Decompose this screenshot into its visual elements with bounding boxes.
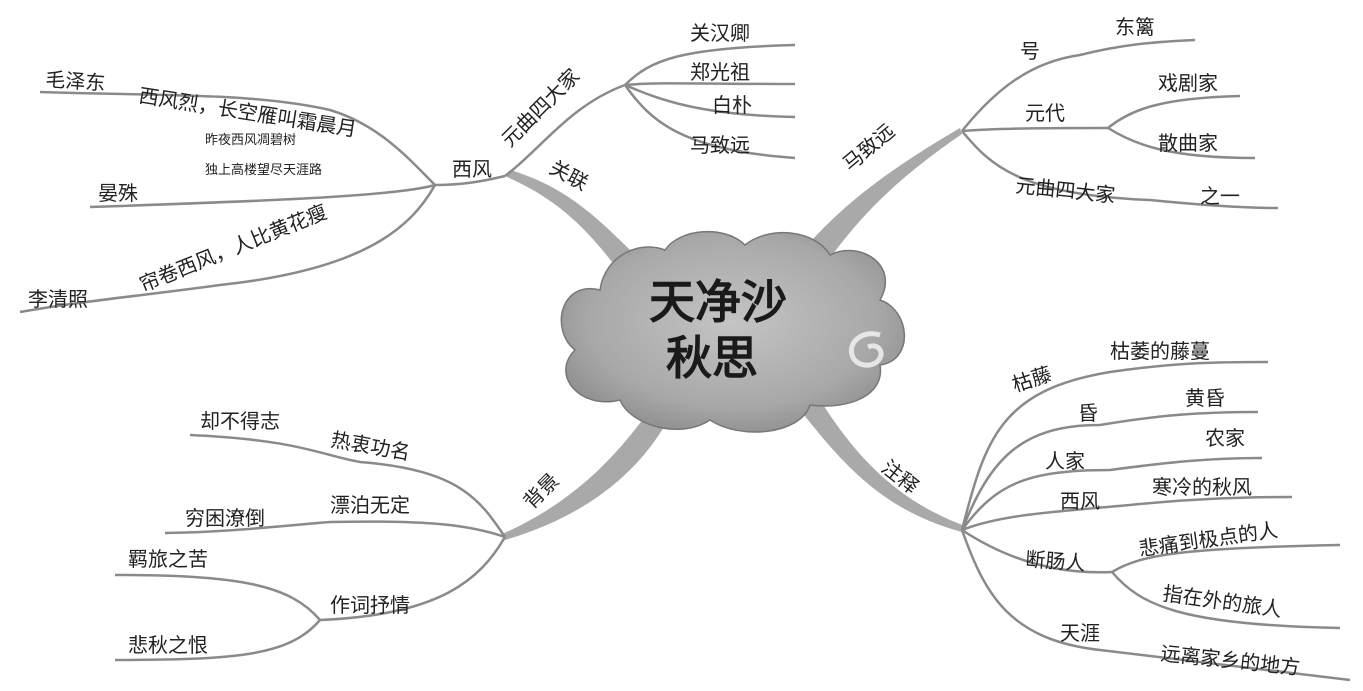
label-jilv: 羁旅之苦 bbox=[128, 547, 208, 571]
label-beiqiu: 悲秋之恨 bbox=[128, 633, 208, 657]
label-mazhiyuan: 马致远 bbox=[838, 119, 899, 176]
branch-beijing bbox=[500, 410, 668, 540]
label-hun-meaning: 黄昏 bbox=[1185, 386, 1225, 410]
label-xifeng2-meaning: 寒冷的秋风 bbox=[1152, 475, 1252, 499]
label-sanqujia: 散曲家 bbox=[1158, 131, 1218, 155]
zhushi-group: 注释 枯藤 枯萎的藤蔓 昏 黄昏 人家 农家 西风 寒冷的秋风 断肠人 悲痛到极… bbox=[877, 339, 1301, 680]
label-liqingzhao: 李清照 bbox=[28, 287, 88, 311]
label-yuanqu: 元曲四大家 bbox=[497, 64, 585, 152]
label-guanhanqing: 关汉卿 bbox=[690, 21, 750, 45]
line-jilv bbox=[115, 575, 320, 620]
label-kuteng-meaning: 枯萎的藤蔓 bbox=[1110, 339, 1210, 363]
center-title-line2: 秋思 bbox=[666, 331, 758, 385]
label-qiongkun: 穷困潦倒 bbox=[185, 506, 265, 530]
label-zhiyi: 之一 bbox=[1200, 184, 1240, 208]
label-zhengguangzu: 郑光祖 bbox=[690, 60, 750, 84]
label-renjia: 人家 bbox=[1045, 449, 1085, 473]
label-sidajia: 元曲四大家 bbox=[1014, 173, 1116, 207]
label-renjia-meaning: 农家 bbox=[1205, 426, 1245, 450]
label-mazhiyuan-member: 马致远 bbox=[690, 133, 750, 157]
label-xifeng: 西风 bbox=[452, 157, 492, 181]
line-xijujia bbox=[1108, 96, 1240, 128]
label-zuoci: 作词抒情 bbox=[330, 593, 410, 617]
branch-mazhiyuan bbox=[812, 128, 962, 258]
label-xifeng2: 西风 bbox=[1060, 489, 1100, 513]
line-baipu bbox=[625, 85, 795, 117]
label-liqingzhao-quote: 帘卷西风，人比黄花瘦 bbox=[136, 199, 330, 296]
line-yuandai bbox=[962, 128, 1108, 131]
center-title-line1: 天净沙 bbox=[649, 275, 787, 329]
label-kuteng: 枯藤 bbox=[1009, 362, 1054, 397]
label-tianya: 天涯 bbox=[1060, 621, 1100, 645]
label-hao: 号 bbox=[1020, 39, 1040, 63]
label-hun: 昏 bbox=[1078, 401, 1098, 425]
label-piaobo: 漂泊无定 bbox=[330, 493, 410, 517]
center-cloud: 天净沙 秋思 bbox=[561, 232, 904, 432]
label-yanshu: 晏殊 bbox=[98, 181, 138, 205]
label-yanshu-quote1: 昨夜西风凋碧树 bbox=[205, 133, 296, 148]
label-maozedong: 毛泽东 bbox=[45, 67, 107, 95]
label-duanchang-meaning2: 指在外的旅人 bbox=[1161, 581, 1283, 621]
label-duanchang-meaning1: 悲痛到极点的人 bbox=[1137, 518, 1279, 561]
label-xijujia: 戏剧家 bbox=[1158, 71, 1218, 95]
label-duanchang: 断肠人 bbox=[1025, 547, 1087, 575]
label-yuandai: 元代 bbox=[1025, 101, 1065, 125]
label-buzhi: 却不得志 bbox=[200, 409, 280, 433]
label-yanshu-quote2: 独上高楼望尽天涯路 bbox=[205, 162, 322, 178]
line-yanshu bbox=[90, 185, 435, 207]
label-baipu: 白朴 bbox=[712, 93, 752, 117]
label-dongli: 东篱 bbox=[1115, 15, 1155, 39]
label-tianya-meaning: 远离家乡的地方 bbox=[1159, 641, 1301, 680]
